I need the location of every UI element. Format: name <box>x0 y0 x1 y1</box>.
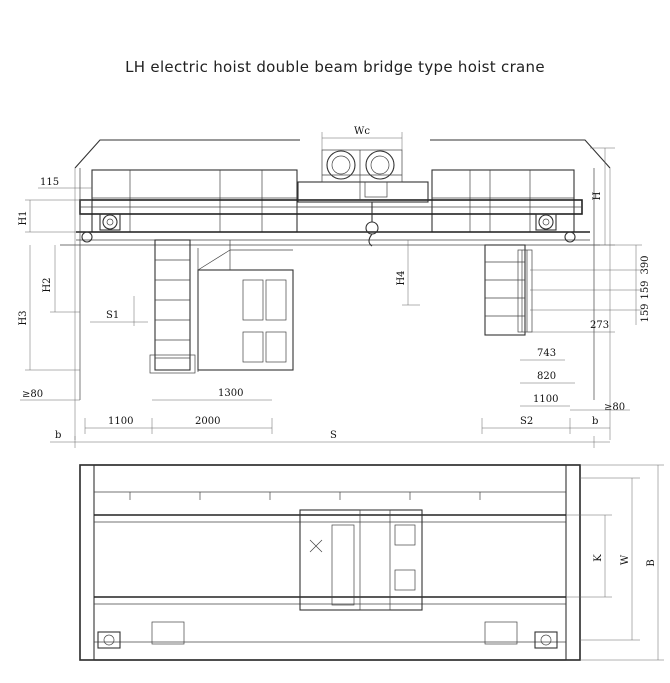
dim-big-b: B <box>646 559 657 566</box>
dim-h4: H4 <box>396 270 407 285</box>
plan-outer-frame <box>79 464 581 661</box>
left-wheel-icon <box>102 214 118 230</box>
plan-wheel-icon <box>103 634 115 646</box>
left-end-carriage <box>91 169 298 233</box>
dim-2000: 2000 <box>195 416 220 427</box>
dim-k: K <box>593 554 604 562</box>
plan-right-end-carriage <box>565 464 581 661</box>
hoist-trolley <box>297 149 429 203</box>
dim-1100-right: 1100 <box>533 394 558 405</box>
dim-h1: H1 <box>18 210 29 225</box>
dim-h3: H3 <box>18 310 29 325</box>
front-elevation: Wc H 115 H1 H2 H3 H4 S1 <box>18 126 651 448</box>
dim-h: H <box>592 191 603 200</box>
dim-s: S <box>330 430 337 441</box>
plan-trolley <box>299 509 423 611</box>
dim-w: W <box>620 554 631 565</box>
hook-icon <box>365 202 379 247</box>
dim-115: 115 <box>40 177 59 188</box>
dim-159-a: 159 <box>640 280 651 299</box>
dim-b-right: b <box>592 416 598 427</box>
right-ladder <box>484 244 533 336</box>
roof-line-left <box>74 139 300 169</box>
operator-cabin-and-ladder <box>149 239 294 374</box>
right-wheel-icon <box>538 214 554 230</box>
dim-159-b: 159 <box>640 303 651 322</box>
dim-820: 820 <box>537 371 556 382</box>
dim-s2: S2 <box>520 416 533 427</box>
dim-390: 390 <box>640 255 651 274</box>
roof-line-right <box>430 139 611 169</box>
dim-ge80-left: ≥80 <box>22 389 43 400</box>
dim-273: 273 <box>590 320 609 331</box>
dim-s1: S1 <box>106 310 119 321</box>
dim-ge80-right: ≥80 <box>604 402 625 413</box>
dim-1300: 1300 <box>218 388 243 399</box>
dim-b-left: b <box>55 430 61 441</box>
dim-wc: Wc <box>354 126 370 137</box>
plan-left-end-carriage <box>79 464 95 661</box>
dim-h2: H2 <box>42 277 53 292</box>
dim-1100-left: 1100 <box>108 416 133 427</box>
dim-743: 743 <box>537 348 556 359</box>
plan-view: K W B <box>79 464 664 661</box>
drawing-title: LH electric hoist double beam bridge typ… <box>125 58 545 76</box>
